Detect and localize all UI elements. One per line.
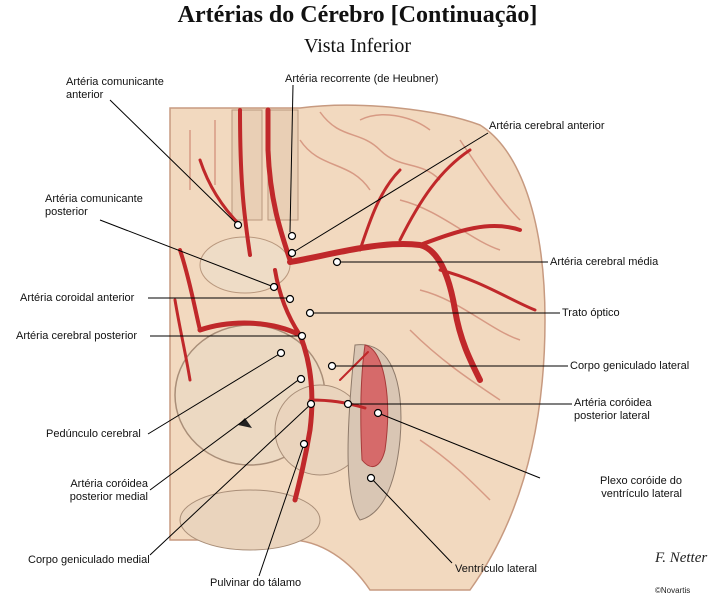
posterior-cerebral-artery: [292, 332, 315, 503]
label-trato-optico: Trato óptico: [562, 307, 620, 319]
label-line: Artéria coróidea: [574, 397, 652, 409]
label-recorrente: Artéria recorrente (de Heubner): [285, 73, 439, 85]
label-pedunculo: Pedúnculo cerebral: [46, 428, 141, 440]
posterior-communicating-artery: [273, 268, 302, 337]
label-pulvinar: Pulvinar do tálamo: [210, 577, 302, 589]
label-line: anterior: [66, 89, 104, 101]
label-line: posterior lateral: [574, 410, 650, 422]
label-plexo-coroide: Plexo coróide do ventrículo lateral: [560, 475, 682, 501]
label-line: posterior: [45, 206, 88, 218]
gyri: [189, 111, 521, 501]
olfactory-tract-left: [231, 109, 263, 221]
label-geniculado-medial: Corpo geniculado medial: [28, 554, 150, 566]
label-line: ventrículo lateral: [601, 488, 682, 500]
label-cerebral-posterior: Artéria cerebral posterior: [16, 330, 138, 342]
middle-cerebral-artery: [287, 241, 483, 383]
choroid-plexus: [360, 344, 389, 468]
label-line: Artéria comunicante: [45, 193, 143, 205]
arteries: [173, 107, 537, 503]
label-line: Artéria coróidea: [70, 478, 148, 490]
page-subtitle: Vista Inferior: [303, 35, 412, 57]
label-coroidal-anterior: Artéria coroidal anterior: [20, 292, 135, 304]
label-line: Artéria comunicante: [66, 76, 164, 88]
copyright-text: ©Novartis: [655, 586, 691, 595]
label-cerebral-media: Artéria cerebral média: [550, 256, 659, 268]
label-line: posterior medial: [69, 491, 148, 503]
label-comunicante-posterior: Artéria comunicante posterior: [45, 193, 143, 219]
label-cerebral-anterior: Artéria cerebral anterior: [489, 120, 605, 132]
label-coroidea-posterior-medial: Artéria coróidea posterior medial: [60, 478, 148, 504]
label-coroidea-posterior-lateral: Artéria coróidea posterior lateral: [574, 397, 652, 423]
anterior-cerebral-artery: [265, 107, 293, 263]
label-comunicante-anterior: Artéria comunicante anterior: [66, 76, 164, 102]
page-title: Artérias do Cérebro [Continuação]: [177, 2, 538, 28]
cerebral-aqueduct: [238, 418, 252, 428]
netter-signature: F. Netter: [655, 550, 708, 566]
label-ventriculo-lateral: Ventrículo lateral: [455, 563, 537, 575]
marker-dots: [233, 220, 383, 483]
label-geniculado-lateral: Corpo geniculado lateral: [570, 360, 690, 372]
label-line: Plexo coróide do: [600, 475, 682, 487]
leader-lines: [99, 84, 572, 577]
cerebellum: [179, 489, 321, 551]
